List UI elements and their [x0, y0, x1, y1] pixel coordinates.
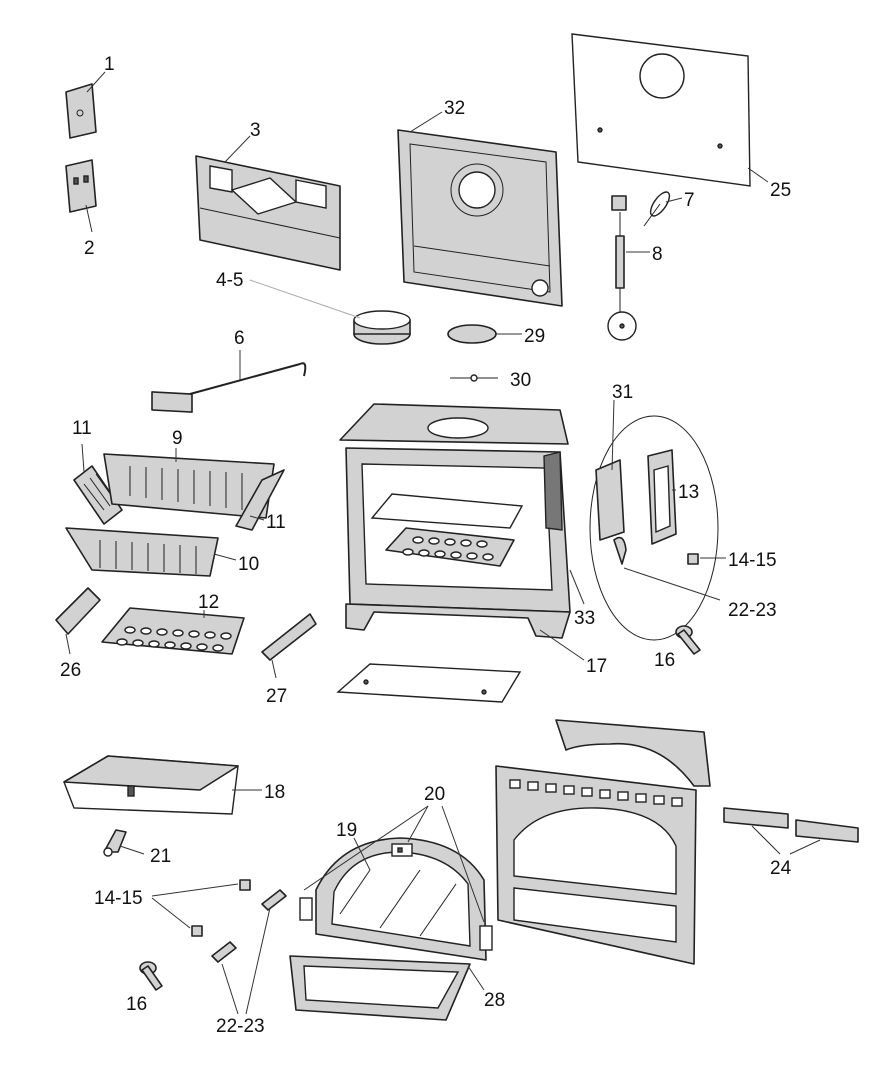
label-part-29: 29	[524, 326, 545, 347]
label-part-17: 17	[586, 656, 607, 677]
part-18-ash-pan	[63, 755, 262, 815]
part-19-front-door	[315, 837, 487, 961]
label-part-19: 19	[336, 820, 357, 841]
part-25-rear-panel	[571, 33, 769, 187]
label-part-3: 3	[250, 120, 261, 141]
label-part-32: 32	[444, 98, 465, 119]
label-part-28: 28	[484, 990, 505, 1011]
label-part-21: 21	[150, 846, 171, 867]
part-3-baffle	[195, 135, 341, 271]
label-part-14-15-lower: 14-15	[94, 888, 143, 909]
part-12-grate-plate	[101, 607, 245, 655]
label-part-2: 2	[84, 238, 95, 259]
label-part-14-15-upper: 14-15	[728, 550, 777, 571]
front-frame	[495, 719, 711, 965]
label-part-9: 9	[172, 428, 183, 449]
label-part-13: 13	[678, 482, 699, 503]
label-part-24: 24	[770, 858, 792, 879]
part-27-bracket	[261, 613, 317, 679]
label-part-6: 6	[234, 328, 245, 349]
part-9-front-grate	[103, 448, 275, 519]
part-21-handle	[103, 829, 145, 857]
part-1-plate	[65, 71, 106, 139]
floor-plate	[336, 663, 522, 703]
label-part-27: 27	[266, 686, 287, 707]
part-7-8-damper-rod	[607, 191, 683, 341]
label-part-25: 25	[770, 180, 791, 201]
part-2-plate	[65, 159, 97, 233]
label-part-26: 26	[60, 660, 81, 681]
part-20-clips	[299, 805, 493, 951]
part-28-door-trim	[289, 955, 485, 1021]
part-26-bracket	[55, 587, 101, 655]
part-24-hinges	[723, 807, 859, 855]
part-10-grate-base	[65, 527, 237, 577]
part-29-disc	[447, 324, 522, 344]
label-part-22-23-lower: 22-23	[216, 1016, 265, 1037]
part-11-right-side-grate	[235, 469, 285, 531]
label-part-33: 33	[574, 608, 595, 629]
label-part-7: 7	[684, 190, 695, 211]
part-32-back-plate	[397, 111, 563, 307]
label-part-8: 8	[652, 244, 663, 265]
lower-fixings	[139, 879, 287, 1015]
label-part-16-lower: 16	[126, 994, 147, 1015]
side-door-assembly	[589, 399, 726, 641]
part-4-5-collar	[249, 279, 411, 345]
label-part-22-23-upper: 22-23	[728, 600, 777, 621]
label-part-18: 18	[264, 782, 285, 803]
label-part-11-right: 11	[266, 512, 286, 533]
label-part-31: 31	[612, 382, 633, 403]
label-part-20: 20	[424, 784, 445, 805]
label-part-16-upper: 16	[654, 650, 675, 671]
part-30-pin	[450, 374, 498, 382]
label-part-11-left: 11	[72, 418, 92, 439]
label-part-30: 30	[510, 370, 531, 391]
label-part-10: 10	[238, 554, 259, 575]
label-part-4-5: 4-5	[216, 270, 243, 291]
stove-body	[339, 403, 585, 661]
label-part-1: 1	[104, 54, 115, 75]
part-16-bolt-upper	[675, 625, 701, 655]
part-6-tool	[151, 350, 307, 413]
label-part-12: 12	[198, 592, 219, 613]
